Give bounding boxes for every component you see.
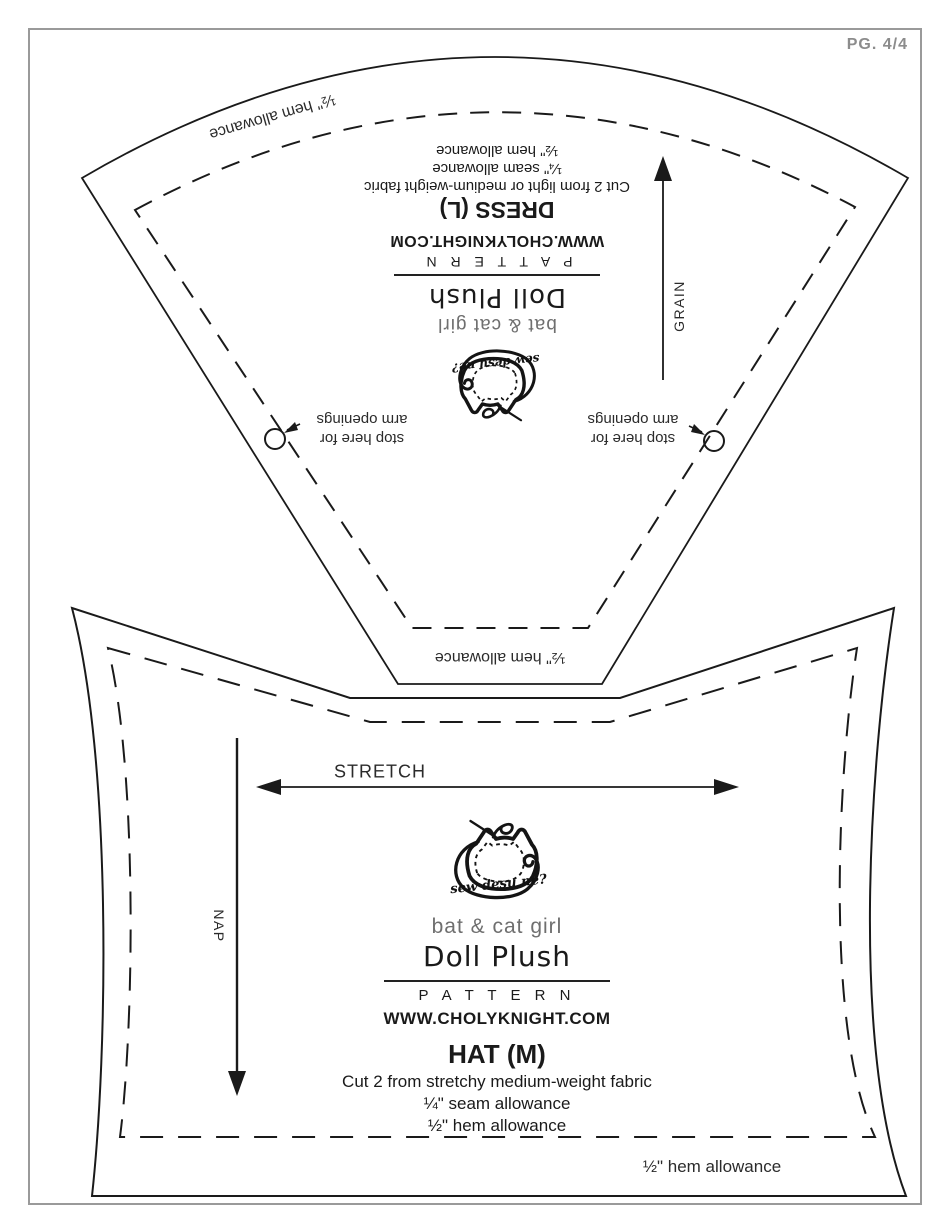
grain-label: GRAIN [671, 280, 687, 332]
hat-cut-note: Cut 2 from stretchy medium-weight fabric [342, 1072, 652, 1091]
hat-seam-dashed-line [106, 646, 877, 1138]
nap-label: NAP [211, 909, 227, 943]
dress-seam-note: ¼" seam allowance [432, 160, 562, 177]
logo-cat-head [459, 356, 526, 415]
arm-opening-pointer-head-right [691, 424, 705, 435]
hat-hem-note: ½" hem allowance [427, 1116, 567, 1135]
hat-seam-note: ¼" seam allowance [423, 1094, 571, 1113]
page-border-frame [28, 28, 922, 1205]
pattern-word: P A T T E R N [418, 987, 576, 1004]
dress-seam-dashed-line [133, 111, 857, 629]
dress-cut-outline [80, 56, 910, 685]
sew-desu-ne-logo: sew desu ne? [449, 819, 548, 900]
stretch-arrow-head-left [256, 779, 281, 795]
sew-desu-ne-logo: sew desu ne? [450, 349, 540, 422]
stretch-arrow-head-right [714, 779, 739, 795]
product-title: Doll Plush [423, 940, 571, 973]
website-url: WWW.CHOLYKNIGHT.COM [389, 232, 605, 249]
arm-opening-label-line1: stop here for [590, 429, 676, 447]
hat-hem-allowance-label: ½" hem allowance [642, 1157, 782, 1176]
series-title: bat & cat girl [437, 314, 557, 335]
arm-opening-label-line1: stop here for [319, 429, 405, 447]
dress-cut-note: Cut 2 from light or medium-weight fabric [364, 178, 630, 195]
dress-piece-name: DRESS (L) [439, 197, 555, 223]
pattern-word: P A T T E R N [421, 254, 573, 270]
arm-opening-circle-right [703, 430, 725, 452]
arm-opening-pointer-head-left [284, 422, 298, 433]
hat-label-block: sew desu ne? bat & cat girl Doll Plush P… [277, 818, 717, 1136]
logo-thread-curl [481, 404, 502, 419]
arm-opening-label-line2: arm openings [587, 411, 679, 428]
grain-arrow-head [654, 156, 672, 181]
stretch-label: STRETCH [334, 761, 426, 782]
website-url: WWW.CHOLYKNIGHT.COM [383, 1009, 611, 1028]
page-number: PG. 4/4 [846, 36, 908, 53]
nap-arrow-head [228, 1071, 246, 1096]
arm-opening-circle-left [264, 428, 286, 450]
logo-thread-curl [491, 822, 514, 839]
arm-opening-label-line2: arm openings [316, 411, 408, 428]
logo-script-text: sew desu ne? [450, 352, 540, 375]
logo-cat-head [465, 827, 539, 892]
logo-loop [454, 840, 540, 900]
dress-label-block: sew desu ne? bat & cat girl Doll Plush P… [277, 142, 717, 423]
logo-script-text: sew desu ne? [449, 872, 547, 897]
series-title: bat & cat girl [431, 915, 563, 938]
arm-opening-label-right: stop here for arm openings [588, 409, 679, 447]
product-title: Doll Plush [427, 282, 567, 312]
logo-stitch-dashed [471, 364, 518, 403]
dress-hem-note: ½" hem allowance [435, 142, 559, 159]
arm-opening-label-left: stop here for arm openings [317, 409, 408, 447]
hat-cut-outline [70, 606, 908, 1197]
logo-stitch-dashed [474, 840, 525, 883]
hat-piece-name: HAT (M) [448, 1039, 546, 1069]
divider-rule [394, 274, 600, 276]
logo-loop [458, 349, 536, 403]
divider-rule [384, 980, 610, 982]
dress-hem-allowance-label-bottom: ½" hem allowance [434, 649, 566, 666]
